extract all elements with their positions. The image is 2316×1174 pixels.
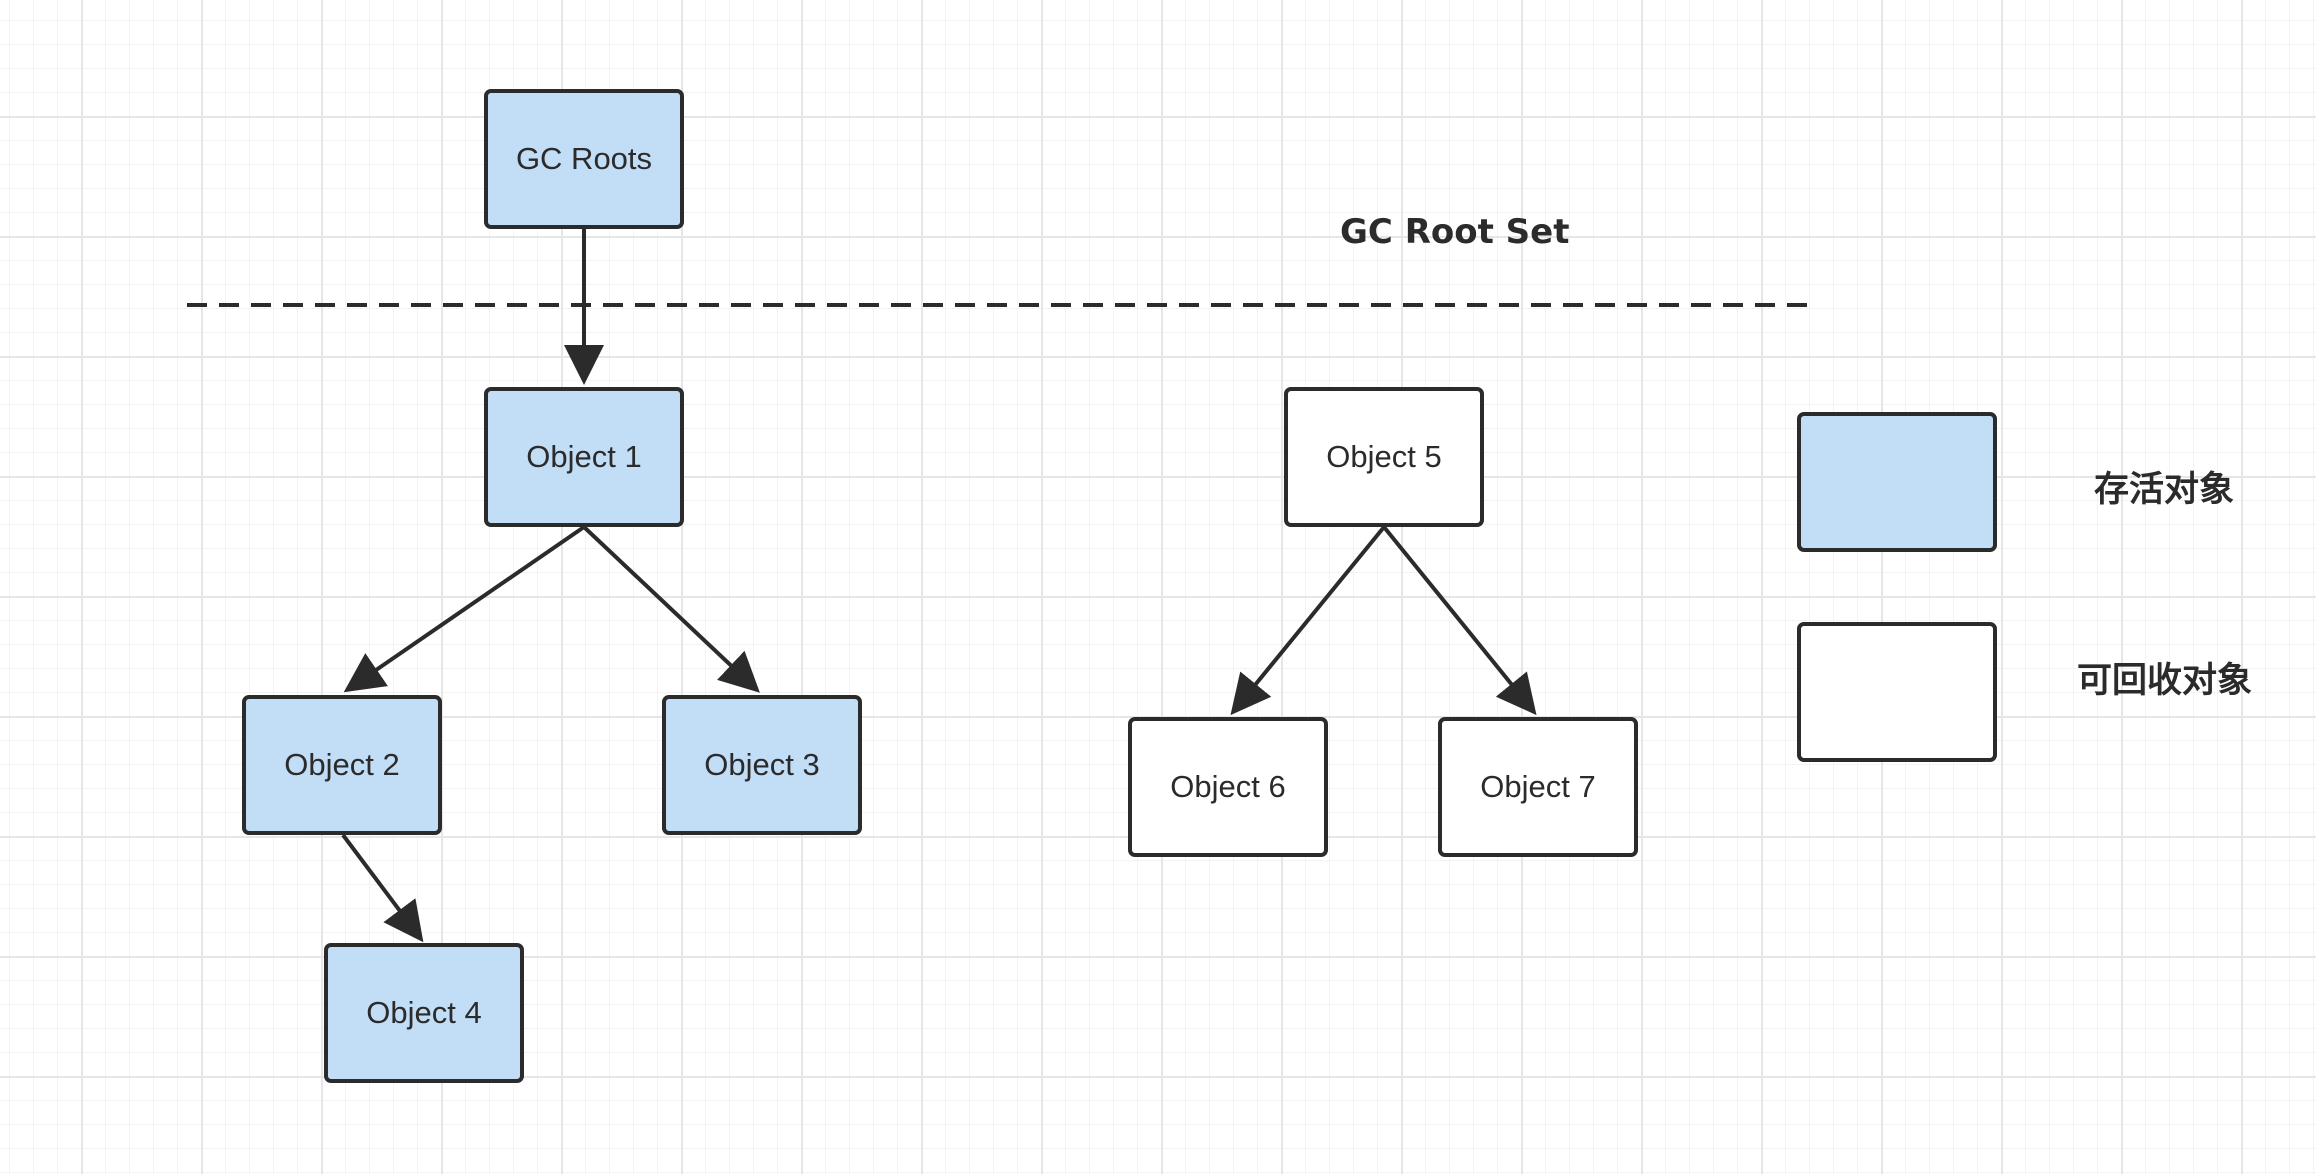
node-gc-roots: GC Roots	[484, 89, 684, 229]
node-object-7: Object 7	[1438, 717, 1638, 857]
edge-object5-object6	[1230, 525, 1386, 716]
root-set-label: GC Root Set	[1340, 212, 1570, 252]
node-object-6: Object 6	[1128, 717, 1328, 857]
legend-collectable-swatch	[1797, 622, 1997, 762]
node-object-5: Object 5	[1284, 387, 1484, 527]
legend-alive-label: 存活对象	[2094, 470, 2235, 510]
node-object-2: Object 2	[242, 695, 442, 835]
node-object-4: Object 4	[324, 943, 524, 1083]
legend-collectable-label: 可回收对象	[2077, 661, 2253, 701]
edge-object1-object2	[343, 525, 586, 693]
edge-object2-object4	[341, 833, 424, 943]
edge-object1-object3	[582, 525, 760, 693]
node-object-1: Object 1	[484, 387, 684, 527]
node-object-3: Object 3	[662, 695, 862, 835]
legend-alive-swatch	[1797, 412, 1997, 552]
edge-object5-object7	[1382, 525, 1537, 716]
